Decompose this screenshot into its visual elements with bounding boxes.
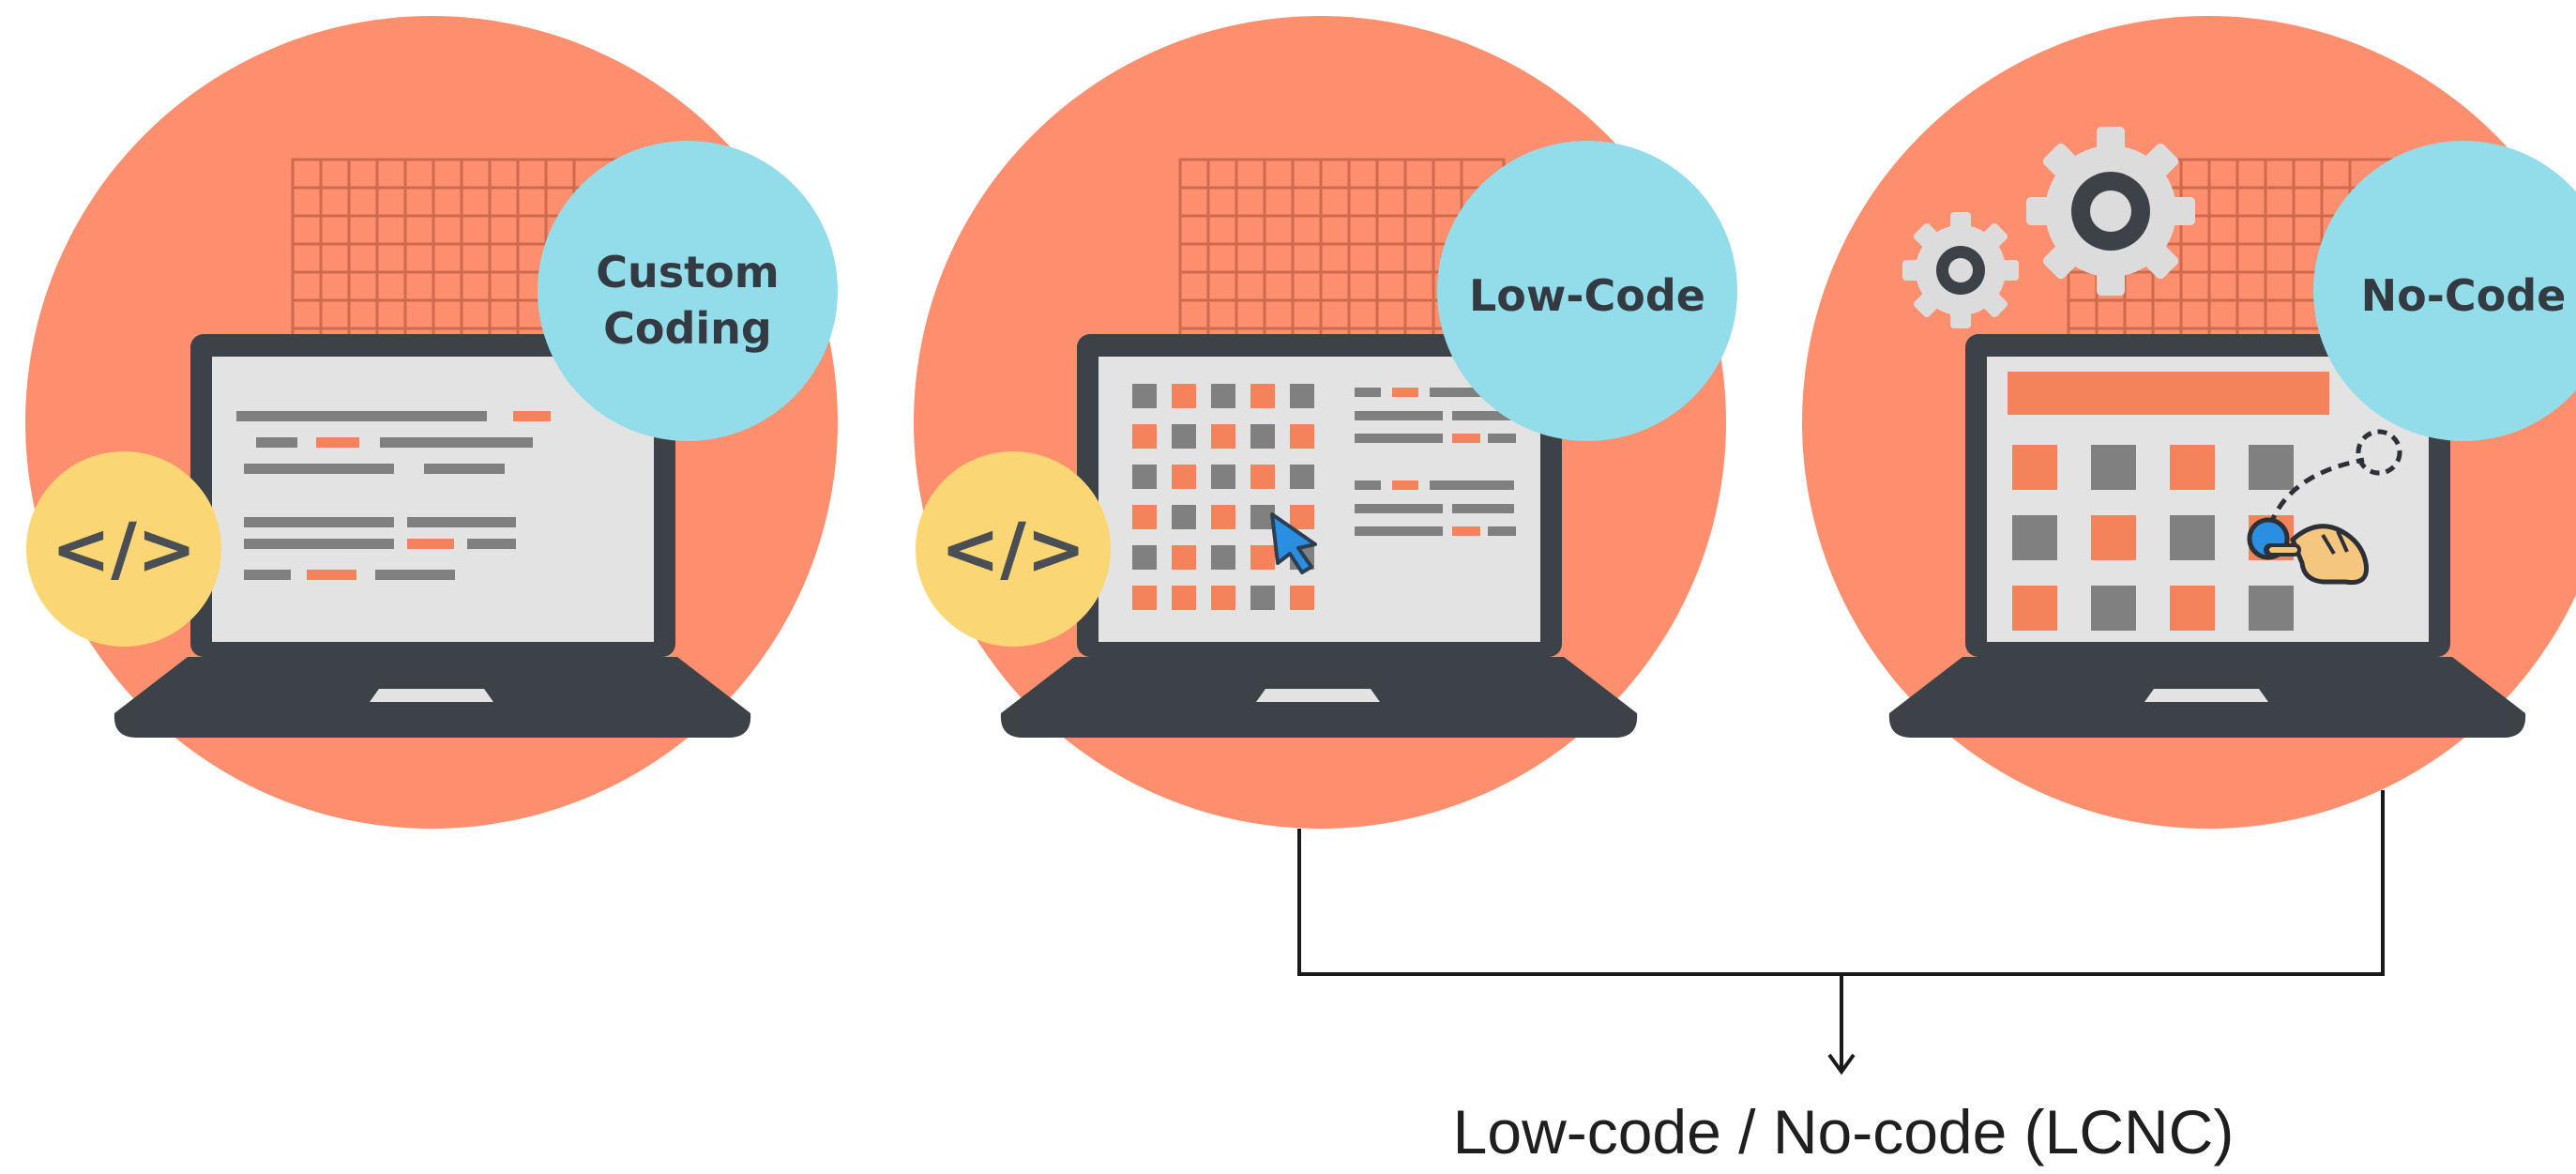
label-bubble-low-code: Low-Code xyxy=(1437,141,1737,441)
code-lines xyxy=(1355,388,1516,536)
connector-bracket xyxy=(1297,790,2385,1075)
panel-label: Low-Code xyxy=(1469,270,1705,321)
block-grid xyxy=(1132,384,1314,610)
label-bubble-no-code: No-Code xyxy=(2313,141,2576,441)
code-badge-text: </> xyxy=(51,507,196,590)
code-lines xyxy=(236,411,551,580)
lcnc-caption: Low-code / No-code (LCNC) xyxy=(1452,1097,2235,1166)
code-brackets-icon: </> xyxy=(916,451,1111,647)
label-bubble-custom-coding: Custom Coding xyxy=(538,141,838,441)
panel-label-line-1: Custom xyxy=(596,247,779,297)
gear-icon xyxy=(2026,127,2195,296)
cursor-arrow-icon xyxy=(1270,512,1317,574)
gear-icon xyxy=(1902,212,2019,328)
panel-custom-coding: </> Custom Coding xyxy=(25,16,838,829)
code-brackets-icon: </> xyxy=(26,451,221,647)
pointing-hand-icon xyxy=(2264,524,2370,586)
code-badge-text: </> xyxy=(940,507,1085,590)
panel-label: No-Code xyxy=(2361,270,2567,321)
drag-path xyxy=(2267,457,2365,526)
block-grid xyxy=(2012,445,2294,631)
panel-no-code: No-Code xyxy=(1802,16,2576,829)
drop-target xyxy=(2356,429,2402,476)
panel-low-code: </> Low-Code xyxy=(914,16,1737,829)
app-header-bar xyxy=(2008,372,2329,415)
panel-label-line-2: Coding xyxy=(603,303,772,354)
